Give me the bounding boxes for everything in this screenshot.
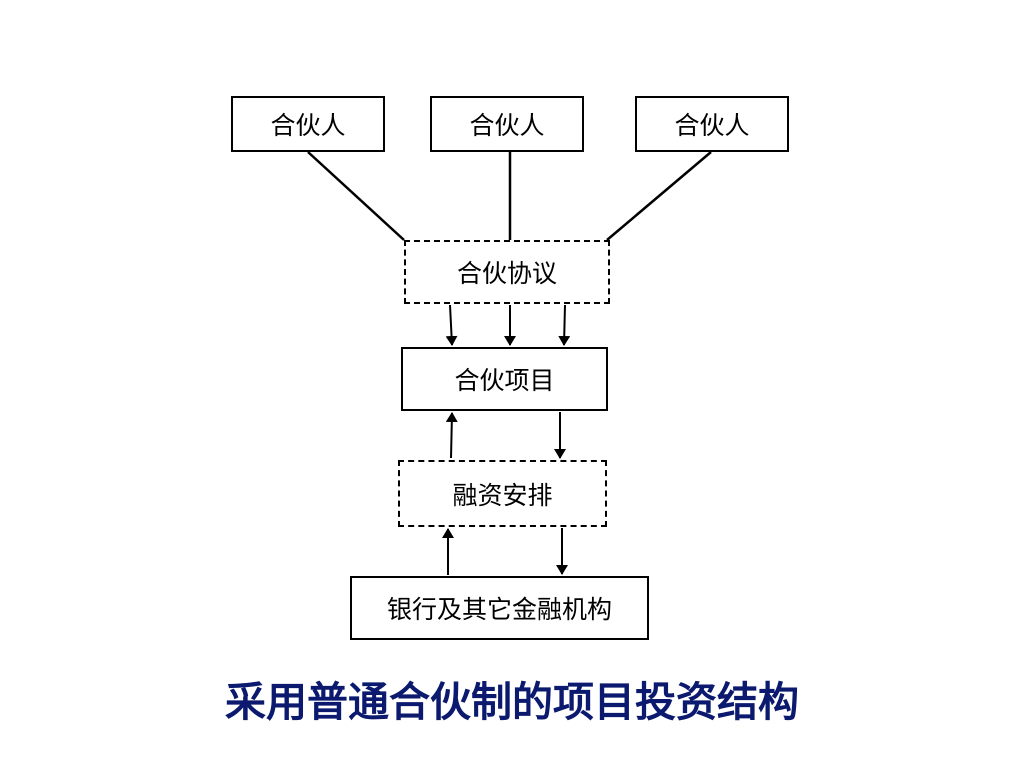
- slide-caption: 采用普通合伙制的项目投资结构: [225, 678, 799, 726]
- financing-arrangement-box: 融资安排: [398, 460, 607, 527]
- arrow-agreement-project-1: [445, 304, 458, 346]
- banks-institutions-label: 银行及其它金融机构: [386, 595, 612, 624]
- partnership-project-box: 合伙项目: [401, 347, 608, 411]
- banks-institutions-box: 银行及其它金融机构: [350, 576, 649, 640]
- partnership-project-label: 合伙项目: [454, 366, 555, 395]
- connector-partner3-agreement: [606, 151, 712, 241]
- partnership-agreement-label: 合伙协议: [456, 259, 557, 288]
- financing-arrangement-label: 融资安排: [452, 480, 553, 510]
- connector-partner1-agreement: [307, 151, 405, 241]
- arrow-financing-to-project: [445, 412, 458, 459]
- partner-label: 合伙人: [674, 111, 750, 140]
- arrow-agreement-project-3: [558, 304, 571, 346]
- partner-box: 合伙人: [635, 96, 789, 152]
- partner-label: 合伙人: [270, 111, 346, 140]
- partnership-agreement-box: 合伙协议: [404, 240, 610, 304]
- partner-box: 合伙人: [231, 96, 385, 152]
- partner-label: 合伙人: [469, 111, 545, 140]
- partner-box: 合伙人: [430, 96, 584, 152]
